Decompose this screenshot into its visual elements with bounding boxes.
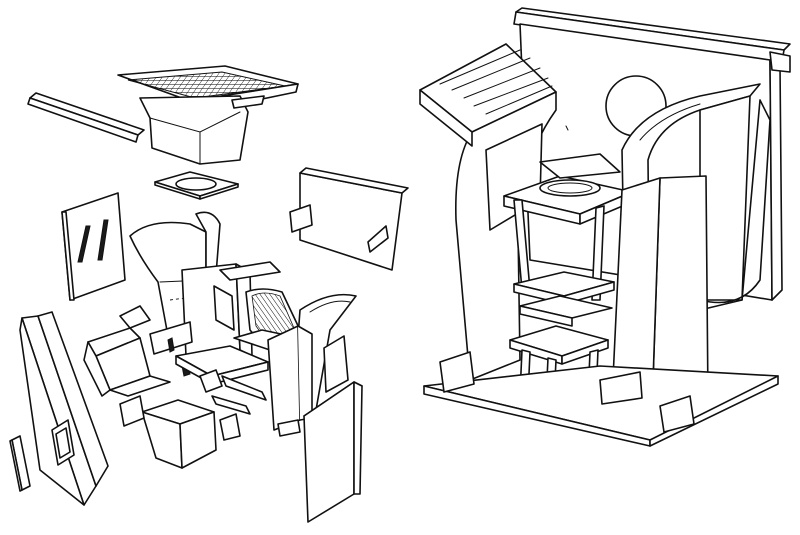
mark xyxy=(565,125,569,131)
small-plate xyxy=(9,435,31,492)
diagonal-rail xyxy=(211,375,267,441)
grille-tray xyxy=(117,65,299,165)
rear-side-dome xyxy=(699,99,771,304)
round-plate xyxy=(154,171,239,200)
footrest-block xyxy=(119,395,217,469)
left-side-panel xyxy=(61,192,126,301)
right-lower-panel xyxy=(303,381,363,523)
exploded-view xyxy=(9,65,409,523)
front-cover-panel xyxy=(19,311,109,506)
top-bar xyxy=(27,92,145,143)
upper-shelf xyxy=(513,271,615,305)
base-tray xyxy=(175,345,269,393)
base-platform xyxy=(423,351,779,447)
front-plates xyxy=(611,175,709,411)
center-box xyxy=(181,261,281,357)
middle-shelf xyxy=(519,295,613,327)
left-seat-tray xyxy=(83,305,171,397)
assembled-view xyxy=(419,7,791,447)
right-back-panel xyxy=(289,167,409,271)
front-strip xyxy=(323,335,349,393)
